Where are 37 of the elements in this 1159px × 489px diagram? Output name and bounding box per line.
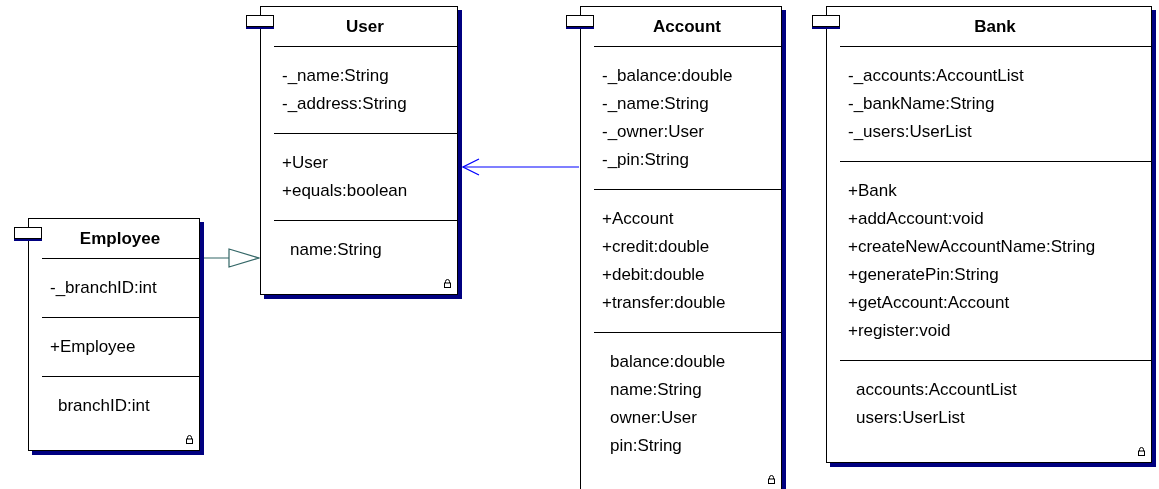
class-name: Account bbox=[653, 15, 721, 38]
attribute-text: -_name:String bbox=[282, 65, 389, 87]
property-text: accounts:AccountList bbox=[856, 379, 1017, 401]
attribute-text: -_name:String bbox=[602, 93, 709, 115]
operation-text: +Account bbox=[602, 208, 674, 230]
property-text: users:UserList bbox=[856, 407, 965, 429]
property-text: pin:String bbox=[610, 435, 682, 457]
property-text: name:String bbox=[610, 379, 702, 401]
attribute-text: -_address:String bbox=[282, 93, 407, 115]
attribute-text: -_pin:String bbox=[602, 149, 689, 171]
operation-text: +Employee bbox=[50, 336, 136, 358]
attribute-text: -_users:UserList bbox=[848, 121, 972, 143]
attribute-text: -_balance:double bbox=[602, 65, 733, 87]
operation-text: +Bank bbox=[848, 180, 897, 202]
operation-text: +transfer:double bbox=[602, 292, 726, 314]
class-name: Employee bbox=[79, 227, 161, 250]
class-name: Bank bbox=[974, 15, 1016, 38]
operation-text: +debit:double bbox=[602, 264, 705, 286]
property-text: balance:double bbox=[610, 351, 726, 373]
operation-text: +credit:double bbox=[602, 236, 710, 258]
attribute-text: -_accounts:AccountList bbox=[848, 65, 1024, 87]
association-arrow bbox=[462, 158, 580, 176]
attribute-text: -_owner:User bbox=[602, 121, 705, 143]
operation-text: +generatePin:String bbox=[848, 264, 999, 286]
operation-text: +createNewAccountName:String bbox=[848, 236, 1096, 258]
operation-text: +getAccount:Account bbox=[848, 292, 1010, 314]
property-text: branchID:int bbox=[58, 395, 150, 417]
attribute-text: -_bankName:String bbox=[848, 93, 995, 115]
generalization-arrow bbox=[201, 248, 260, 268]
property-text: name:String bbox=[290, 239, 382, 261]
operation-text: +addAccount:void bbox=[848, 208, 984, 230]
operation-text: +equals:boolean bbox=[282, 180, 408, 202]
operation-text: +register:void bbox=[848, 320, 951, 342]
class-name: User bbox=[346, 15, 384, 38]
operation-text: +User bbox=[282, 152, 328, 174]
attribute-text: -_branchID:int bbox=[50, 277, 157, 299]
property-text: owner:User bbox=[610, 407, 697, 429]
